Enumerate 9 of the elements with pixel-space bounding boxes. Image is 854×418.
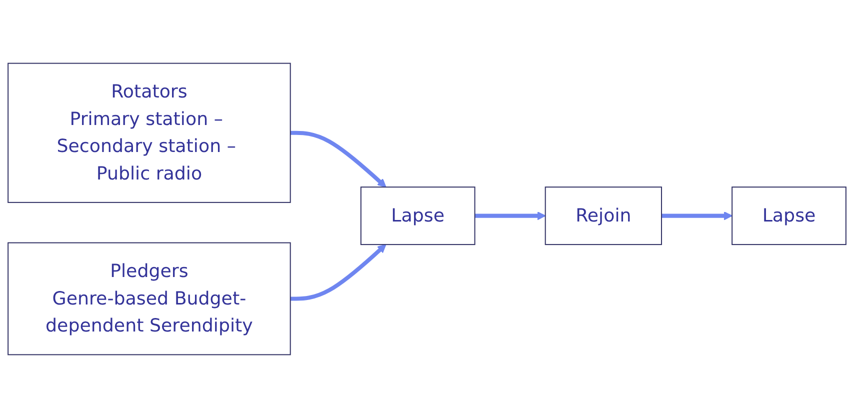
- arrow: [662, 211, 732, 220]
- arrow: [290, 130, 386, 188]
- node-box: Lapse: [732, 186, 846, 246]
- node-box: Rotators Primary station – Secondary station – Public radio: [8, 62, 291, 203]
- node-box: Lapse: [360, 186, 476, 246]
- node-box: Pledgers Genre-based Budget-dependent Serendipity: [8, 242, 291, 356]
- arrow: [474, 211, 546, 220]
- node-box: Rejoin: [544, 186, 662, 246]
- arrow: [290, 244, 386, 301]
